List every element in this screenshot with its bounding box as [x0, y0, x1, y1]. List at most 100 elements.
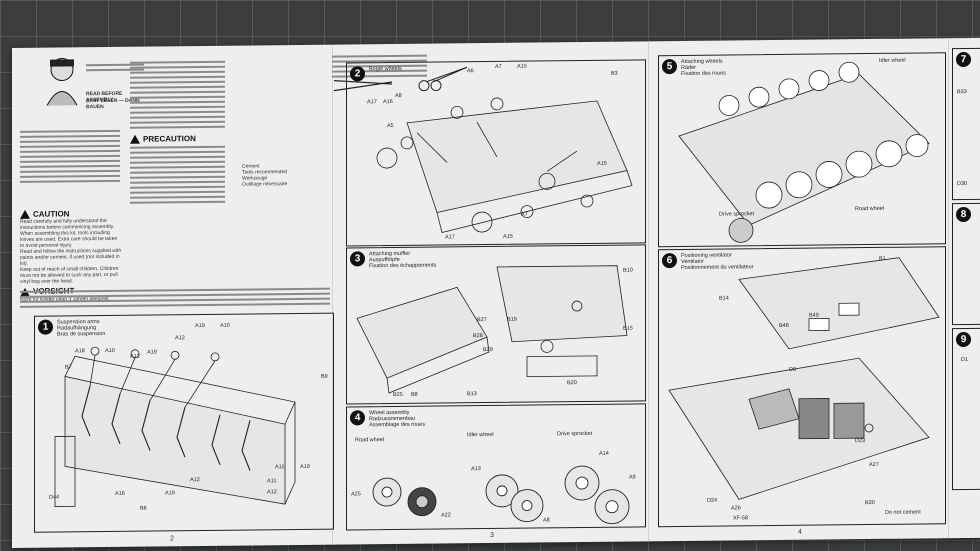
step-7-box: 7 B33 D30	[952, 47, 980, 201]
part-label: B20	[567, 380, 577, 387]
part-label: B29	[483, 346, 493, 354]
part-label: A12	[175, 335, 185, 342]
part-label: Idler wheel	[879, 57, 906, 64]
bogie-drawing	[376, 97, 633, 233]
part-label: B33	[957, 89, 967, 96]
part-label: A18	[75, 348, 85, 355]
caution-item: Read and follow the instructions supplie…	[20, 248, 122, 268]
page-3: Cement Tools recommended Werkzeuge Outil…	[242, 41, 649, 545]
part-label: B49	[809, 312, 819, 319]
part-label: B6	[140, 505, 147, 512]
page-number: 3	[490, 531, 494, 539]
part-label: A5	[387, 123, 394, 130]
hull-wheels-drawing	[678, 61, 930, 243]
caution-item: When assembling this kit, tools includin…	[20, 230, 118, 250]
tools-section	[332, 41, 648, 94]
ventilator-drawing	[668, 257, 940, 500]
part-label: A17	[367, 99, 377, 106]
part-label: B3	[611, 70, 618, 77]
part-label: B14	[719, 295, 729, 302]
part-label: B19	[507, 316, 517, 323]
part-label: B10	[623, 267, 633, 274]
page-number: 4	[798, 528, 802, 536]
part-label: B13	[467, 391, 477, 398]
notes-japanese	[20, 127, 120, 186]
part-label: D1	[961, 356, 969, 364]
part-label: B1	[879, 255, 886, 262]
part-label: D30	[957, 180, 968, 188]
parts-list: Cement Tools recommended Werkzeuge Outil…	[242, 163, 332, 188]
part-label: A16	[383, 99, 393, 106]
part-label: A15	[597, 160, 607, 167]
do-not-cement-note: Do not cement	[885, 509, 921, 516]
muffler-drawing	[356, 265, 628, 394]
part-label: A13	[471, 466, 481, 473]
step-number: 9	[956, 331, 971, 348]
part-label: A19	[300, 463, 310, 470]
part-label: A12	[190, 477, 200, 484]
part-label: A26	[731, 505, 741, 512]
part-label: Road wheel	[855, 205, 885, 213]
part-label: B7	[65, 364, 72, 371]
page-2: READ BEFORE ASSEMBLY ERST LESEN — DANN B…	[12, 44, 334, 549]
caution-title: CAUTION	[33, 209, 70, 219]
multilang-note	[20, 285, 330, 311]
part-label: B8	[411, 391, 418, 398]
part-label: B25	[393, 391, 403, 399]
pliers-icon	[332, 74, 412, 95]
part-label: B28	[473, 333, 483, 340]
part-label: D8	[789, 366, 797, 373]
part-label: A9	[629, 474, 636, 481]
warning-triangle-icon	[20, 210, 30, 220]
part-label: D24	[707, 497, 718, 504]
part-label: B27	[477, 317, 487, 324]
warning-triangle-icon	[130, 135, 140, 145]
part-label: A8	[395, 92, 402, 99]
part-label: A19	[195, 322, 205, 330]
step-8-box: 8	[952, 202, 980, 326]
part-label: A11	[267, 478, 277, 485]
page-number: 2	[170, 535, 174, 543]
part-label: A14	[599, 450, 609, 457]
part-label: A15	[517, 63, 527, 70]
part-label: A7	[495, 63, 502, 70]
part-label: D44	[49, 494, 60, 501]
part-label: D23	[855, 438, 866, 445]
part-label: A8	[543, 517, 550, 524]
page-5-partial: 7 B33 D30 8 9 D1	[948, 38, 980, 538]
step-number: 7	[956, 51, 971, 68]
part-label: A10	[105, 347, 115, 355]
step-number: 8	[956, 206, 971, 223]
part-label: A16	[115, 490, 125, 497]
part-label: XF-58	[733, 515, 748, 522]
part-label: A19	[165, 490, 175, 497]
part-label: A7	[521, 211, 528, 218]
instruction-sheet: READ BEFORE ASSEMBLY ERST LESEN — DANN B…	[12, 37, 980, 549]
reader-figure-icon	[42, 55, 82, 106]
part-label: A27	[869, 461, 879, 469]
suspension-drawing	[54, 346, 296, 507]
precaution-title: PRECAUTION	[143, 134, 196, 144]
part-label: A22	[441, 512, 451, 519]
part-label: B30	[865, 499, 875, 507]
part-label: A15	[503, 233, 513, 240]
reader-figure-box: READ BEFORE ASSEMBLY ERST LESEN — DANN B…	[42, 55, 144, 126]
caution-item: Read carefully and fully understand the …	[20, 218, 115, 232]
part-label: A10	[220, 322, 230, 329]
part-label: A12	[130, 353, 140, 360]
part-label: B48	[779, 322, 789, 329]
caution-item: Keep out of reach of small children. Chi…	[20, 266, 119, 286]
part-label: B15	[623, 325, 633, 332]
step-9-box: 9 D1	[952, 327, 980, 491]
part-label: B9	[321, 373, 328, 380]
part-label: Drive sprocket	[719, 211, 755, 218]
part-label: A17	[445, 234, 455, 241]
part-label: A25	[351, 491, 361, 498]
tools-fr: Outillage nécessaire	[242, 181, 288, 188]
